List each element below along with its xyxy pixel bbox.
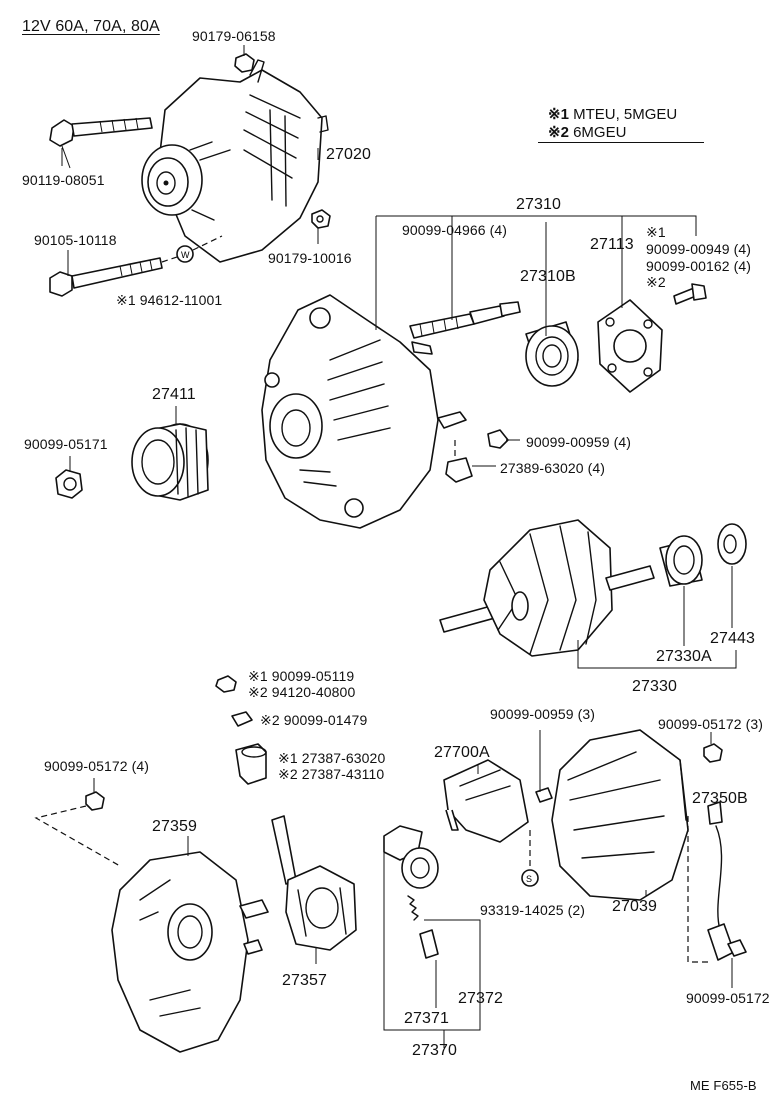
label-90099-05172-3: 90099-05172 (3) bbox=[658, 716, 764, 732]
legend-note-2-mark: ※2 bbox=[548, 124, 569, 141]
legend-note-2: ※2 6MGEU bbox=[538, 124, 704, 143]
label-90099-05171: 90099-05171 bbox=[24, 436, 108, 452]
label-90099-05172-4: 90099-05172 (4) bbox=[44, 758, 150, 774]
label-90179-06158: 90179-06158 bbox=[192, 28, 276, 44]
legend: ※1 MTEU, 5MGEU ※2 6MGEU bbox=[538, 106, 704, 143]
nut-90099-05171-drawing bbox=[55, 469, 83, 499]
nut-90179-10016-drawing bbox=[311, 209, 331, 229]
label-90105-10118: 90105-10118 bbox=[34, 232, 117, 248]
label-27330A: 27330A bbox=[656, 648, 712, 665]
label-27700A: 27700A bbox=[434, 744, 490, 761]
legend-note-1: ※1 MTEU, 5MGEU bbox=[548, 106, 704, 124]
label-90099-01479: ※2 90099-01479 bbox=[260, 712, 368, 728]
bolt-90099-04966-drawing bbox=[409, 301, 521, 339]
rear-cover-drawing bbox=[551, 729, 689, 901]
label-27113: 27113 bbox=[590, 236, 634, 253]
svg-text:S: S bbox=[526, 874, 532, 884]
screw-90099-00949-drawing bbox=[673, 283, 707, 305]
leader-lines bbox=[61, 148, 737, 1048]
retainer-plate-27113-drawing bbox=[597, 299, 663, 393]
pulley-27411-drawing bbox=[131, 423, 209, 501]
bolt-90119-08051-drawing bbox=[49, 117, 153, 169]
long-bolt-90105-10118-drawing: W bbox=[49, 235, 223, 297]
label-27372: 27372 bbox=[458, 990, 503, 1007]
label-90099-00959-3: 90099-00959 (3) bbox=[490, 706, 596, 722]
label-94612-11001: ※1 94612-11001 bbox=[116, 292, 223, 308]
label-90099-05119: ※1 90099-05119 bbox=[248, 668, 355, 684]
label-27370: 27370 bbox=[412, 1042, 457, 1059]
label-94120-40800: ※2 94120-40800 bbox=[248, 684, 356, 700]
label-27357: 27357 bbox=[282, 972, 327, 989]
label-27389-63020: 27389-63020 (4) bbox=[500, 460, 606, 476]
label-90099-00162: 90099-00162 (4) ※2 bbox=[646, 258, 752, 290]
bearing-27330A-drawing bbox=[659, 535, 703, 587]
legend-note-2-text: 6MGEU bbox=[573, 124, 627, 141]
screw-and-cap-drawing bbox=[445, 429, 509, 483]
label-27411: 27411 bbox=[152, 386, 196, 403]
rotor-drawing bbox=[439, 519, 655, 657]
label-27350B: 27350B bbox=[692, 790, 748, 807]
label-27387-43110: ※2 27387-43110 bbox=[278, 766, 385, 782]
footer-code: ME F655-B bbox=[690, 1078, 757, 1093]
legend-note-1-mark: ※1 bbox=[548, 106, 569, 123]
drive-end-frame-drawing bbox=[261, 294, 467, 529]
label-27387-63020: ※1 27387-63020 bbox=[278, 750, 386, 766]
label-90099-00949: ※1 90099-00949 (4) bbox=[646, 224, 752, 257]
regulator-drawing: S bbox=[443, 759, 553, 887]
label-93319-14025: 93319-14025 (2) bbox=[480, 902, 586, 918]
cover-27443-drawing bbox=[717, 523, 747, 565]
rear-end-frame-drawing bbox=[111, 851, 269, 1053]
label-27039: 27039 bbox=[612, 898, 657, 915]
label-90119-08051: 90119-08051 bbox=[22, 172, 105, 188]
alternator-assembly-drawing bbox=[141, 59, 329, 263]
nut-90179-06158-drawing bbox=[234, 45, 255, 73]
diagram-title: 12V 60A, 70A, 80A bbox=[22, 18, 160, 35]
nut-90099-05172-left-drawing bbox=[34, 791, 121, 867]
label-90179-10016: 90179-10016 bbox=[268, 250, 352, 266]
label-90099-05172: 90099-05172 bbox=[686, 990, 770, 1006]
label-90099-04966: 90099-04966 (4) bbox=[402, 222, 508, 238]
brush-holder-drawing bbox=[383, 825, 481, 1031]
label-27310B: 27310B bbox=[520, 268, 576, 285]
nut-90099-05172-right-drawing bbox=[703, 743, 723, 763]
legend-note-1-text: MTEU, 5MGEU bbox=[573, 106, 678, 123]
bearing-27310B-drawing bbox=[525, 321, 579, 387]
label-27330: 27330 bbox=[632, 678, 677, 695]
svg-text:W: W bbox=[181, 250, 190, 260]
label-27359: 27359 bbox=[152, 818, 197, 835]
label-27020: 27020 bbox=[326, 146, 371, 163]
small-nut-drawings bbox=[215, 675, 267, 785]
label-90099-00959-4: 90099-00959 (4) bbox=[526, 434, 632, 450]
label-27310: 27310 bbox=[516, 196, 561, 213]
label-27443: 27443 bbox=[710, 630, 755, 647]
terminal-27350B-drawing bbox=[687, 801, 747, 963]
label-27371: 27371 bbox=[404, 1010, 449, 1027]
rectifier-drawing bbox=[271, 815, 357, 951]
